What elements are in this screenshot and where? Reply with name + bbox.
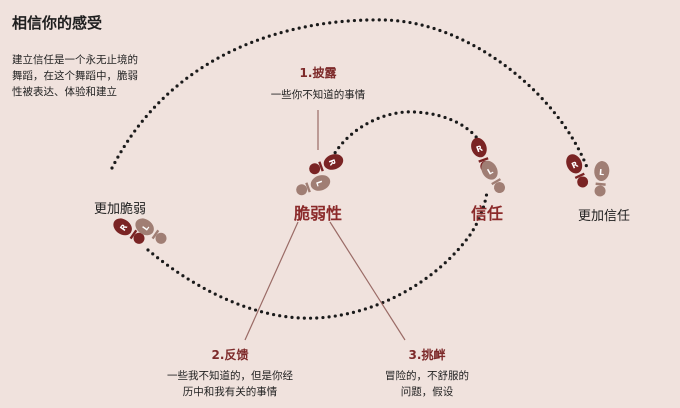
light-shoe-l: L — [132, 214, 170, 248]
challenge-desc-line: 冒险的，不舒服的 — [385, 370, 469, 382]
feedback-desc-line: 一些我不知道的，但是你经 — [167, 370, 293, 382]
lower-dotted-path — [146, 190, 489, 320]
dark-shoe-r: R — [563, 151, 592, 191]
challenge-step: 3.挑衅 冒险的，不舒服的 问题，假设 — [385, 346, 469, 400]
vulnerability-label: 脆弱性 — [293, 204, 343, 223]
outer-dotted-path — [110, 18, 590, 172]
intro-line: 建立信任是一个永无止境的 — [12, 54, 138, 66]
more-trust-label: 更加信任 — [577, 209, 631, 224]
more-vulnerable-label: 更加脆弱 — [93, 202, 147, 217]
feedback-step: 2.反馈 一些我不知道的，但是你经 历中和我有关的事情 — [167, 346, 293, 400]
shoe-letter-l: L — [141, 223, 151, 232]
shoe-pair-trust: R L — [468, 135, 509, 197]
challenge-leader-line — [329, 221, 406, 341]
feedback-title: 2.反馈 — [211, 348, 249, 362]
intro-text: 建立信任是一个永无止境的 舞蹈，在这个舞蹈中，脆弱 性被表达、体验和建立 — [12, 52, 147, 100]
dark-shoe-r: R — [110, 214, 148, 248]
feedback-leader-line — [244, 221, 299, 341]
shoe-letter-r: R — [327, 158, 338, 167]
shoe-pair-center: R L — [293, 151, 346, 199]
light-shoe-l: L — [478, 157, 509, 197]
dark-shoe-r: R — [306, 151, 346, 178]
page-title: 相信你的感受 — [12, 14, 103, 32]
shoe-letter-r: R — [118, 223, 129, 233]
shoe-letter-r: R — [570, 160, 579, 171]
light-shoe-l: L — [293, 172, 333, 199]
trust-label: 信任 — [470, 204, 504, 223]
inner-dotted-path — [330, 110, 484, 160]
intro-line: 舞蹈，在这个舞蹈中，脆弱 — [12, 70, 138, 82]
light-shoe-l: L — [592, 160, 611, 198]
shoe-letter-l: L — [314, 179, 324, 187]
intro-line: 性被表达、体验和建立 — [12, 86, 117, 98]
dark-shoe-r: R — [468, 135, 495, 175]
shoe-pair-more-trust: R L — [563, 151, 611, 198]
disclosure-title: 1.披露 — [299, 66, 337, 80]
shoe-letter-l: L — [599, 168, 605, 177]
challenge-title: 3.挑衅 — [408, 348, 446, 362]
disclosure-step: 1.披露 一些你不知道的事情 — [271, 64, 366, 103]
shoe-letter-l: L — [486, 166, 495, 176]
challenge-desc-line: 问题，假设 — [400, 386, 454, 398]
disclosure-desc: 一些你不知道的事情 — [270, 89, 366, 101]
shoe-letter-r: R — [475, 144, 484, 155]
feedback-desc-line: 历中和我有关的事情 — [182, 386, 278, 398]
shoe-pair-left: R L — [110, 214, 170, 248]
